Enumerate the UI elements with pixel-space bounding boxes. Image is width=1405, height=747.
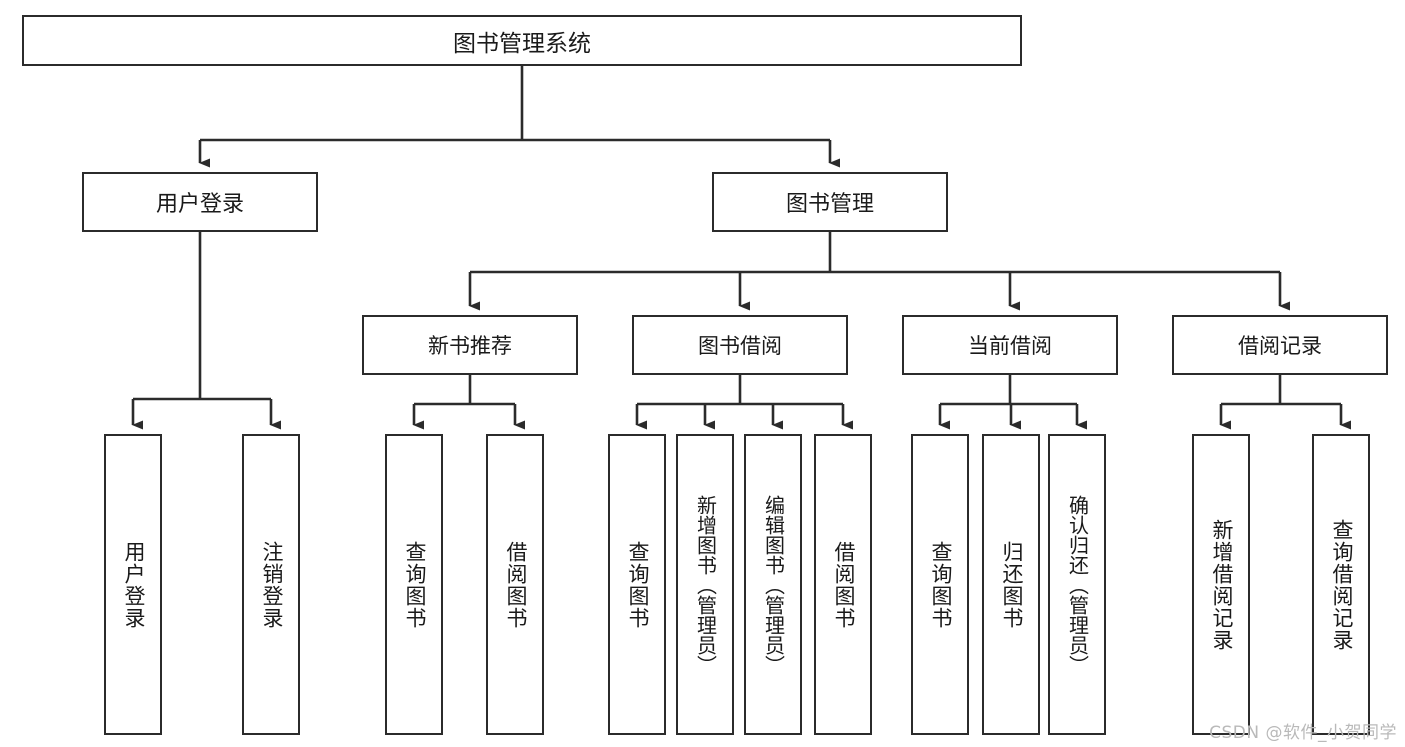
node-book-management[interactable]: 图书管理 — [712, 172, 948, 232]
csdn-watermark: CSDN @软件_小贺同学 — [1209, 723, 1397, 743]
leaf-label: 借阅图书 — [503, 540, 528, 629]
leaf-label: 编辑图书（管理员） — [761, 494, 786, 675]
leaf-query-book-recommend[interactable]: 查询图书 — [385, 434, 443, 735]
leaf-add-book-admin[interactable]: 新增图书（管理员） — [676, 434, 734, 735]
node-book-management-label: 图书管理 — [785, 192, 874, 217]
leaf-add-borrow-record[interactable]: 新增借阅记录 — [1192, 434, 1250, 735]
leaf-label: 新增图书（管理员） — [693, 494, 718, 675]
leaf-label: 注销登录 — [259, 540, 284, 629]
leaf-confirm-return-admin[interactable]: 确认归还（管理员） — [1048, 434, 1106, 735]
node-borrow-records[interactable]: 借阅记录 — [1172, 315, 1388, 375]
leaf-label: 用户登录 — [121, 540, 146, 629]
leaf-label: 查询图书 — [625, 540, 650, 629]
leaf-borrow-book-recommend[interactable]: 借阅图书 — [486, 434, 544, 735]
leaf-label: 确认归还（管理员） — [1065, 494, 1090, 675]
leaf-query-book-borrow[interactable]: 查询图书 — [608, 434, 666, 735]
leaf-borrow-book[interactable]: 借阅图书 — [814, 434, 872, 735]
leaf-label: 归还图书 — [999, 540, 1024, 629]
leaf-return-book[interactable]: 归还图书 — [982, 434, 1040, 735]
node-borrow-records-label: 借阅记录 — [1238, 334, 1322, 358]
leaf-user-login[interactable]: 用户登录 — [104, 434, 162, 735]
node-current-borrow[interactable]: 当前借阅 — [902, 315, 1118, 375]
leaf-label: 查询借阅记录 — [1329, 518, 1354, 651]
node-book-borrow-label: 图书借阅 — [698, 334, 782, 358]
leaf-query-book-current[interactable]: 查询图书 — [911, 434, 969, 735]
leaf-query-borrow-record[interactable]: 查询借阅记录 — [1312, 434, 1370, 735]
node-root[interactable]: 图书管理系统 — [22, 15, 1022, 66]
node-new-book-recommend[interactable]: 新书推荐 — [362, 315, 578, 375]
node-new-book-recommend-label: 新书推荐 — [428, 334, 512, 358]
leaf-label: 查询图书 — [928, 540, 953, 629]
leaf-edit-book-admin[interactable]: 编辑图书（管理员） — [744, 434, 802, 735]
leaf-logout[interactable]: 注销登录 — [242, 434, 300, 735]
node-root-label: 图书管理系统 — [453, 30, 591, 57]
node-current-borrow-label: 当前借阅 — [968, 334, 1052, 358]
leaf-label: 借阅图书 — [831, 540, 856, 629]
leaf-label: 查询图书 — [402, 540, 427, 629]
node-user-login[interactable]: 用户登录 — [82, 172, 318, 232]
leaf-label: 新增借阅记录 — [1209, 518, 1234, 651]
node-book-borrow[interactable]: 图书借阅 — [632, 315, 848, 375]
node-user-login-label: 用户登录 — [155, 192, 244, 217]
